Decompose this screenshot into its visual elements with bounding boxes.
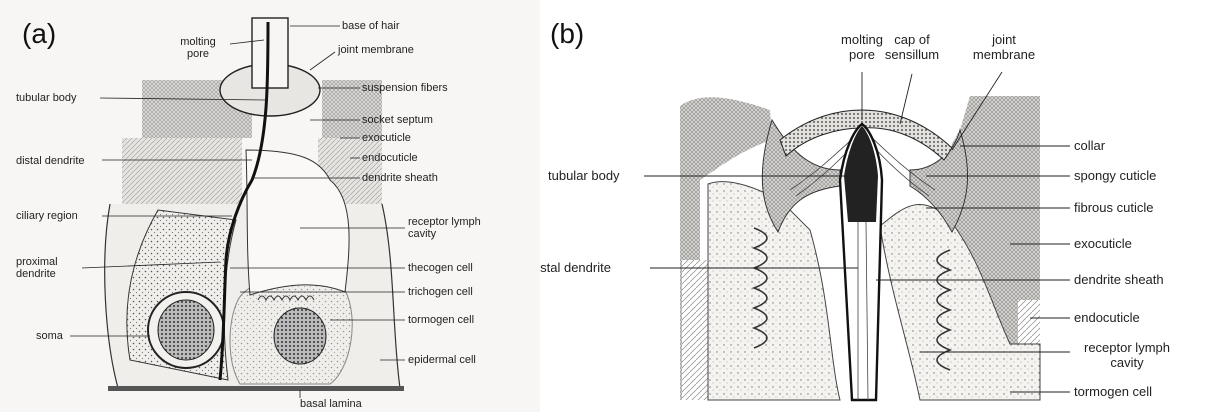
label-b-tormogen-cell: tormogen cell [1074,384,1152,399]
panel-b-letter: (b) [550,18,584,50]
label-ciliary-region: ciliary region [16,210,78,222]
label-b-spongy-cuticle: spongy cuticle [1074,168,1156,183]
label-thecogen-cell: thecogen cell [408,262,473,274]
label-tubular-body: tubular body [16,92,77,104]
panel-a-drawing [0,0,540,412]
label-b-fibrous-cuticle: fibrous cuticle [1074,200,1153,215]
hair-shaft [252,18,288,88]
endocuticle-right-hatch [1018,300,1040,344]
label-joint-membrane: joint membrane [338,44,414,56]
label-soma: soma [36,330,63,342]
label-suspension-fibers: suspension fibers [362,82,448,94]
label-receptor-lymph-cavity: receptor lymph cavity [408,216,481,240]
label-b-dendrite-sheath: dendrite sheath [1074,272,1164,287]
label-dendrite-sheath: dendrite sheath [362,172,438,184]
label-exocuticle: exocuticle [362,132,411,144]
endocuticle-layer-left [122,138,242,204]
label-tormogen-cell: tormogen cell [408,314,474,326]
label-distal-dendrite: distal dendrite [16,155,85,167]
label-base-of-hair: base of hair [342,20,399,32]
label-b-cap-of-sensillum: cap of sensillum [870,32,954,62]
label-socket-septum: socket septum [362,114,433,126]
basal-lamina-bar [108,386,404,391]
label-b-exocuticle: exocuticle [1074,236,1132,251]
label-molting-pore: molting pore [166,36,230,60]
panel-b: (b) molting pore cap of sensillum joint … [540,0,1217,412]
panel-a: (a) molting pore base of hair joint memb… [0,0,540,412]
label-b-endocuticle: endocuticle [1074,310,1140,325]
soma-nucleus [158,300,214,360]
label-b-collar: collar [1074,138,1105,153]
panel-a-letter: (a) [22,18,56,50]
tormogen-nucleus [274,308,326,364]
label-b-receptor-lymph-cavity: receptor lymph cavity [1072,340,1182,370]
label-basal-lamina: basal lamina [300,398,362,410]
endocuticle-left-hatch [682,260,708,400]
label-b-joint-membrane: joint membrane [964,32,1044,62]
label-endocuticle: endocuticle [362,152,418,164]
label-epidermal-cell: epidermal cell [408,354,476,366]
label-proximal-dendrite: proximal dendrite [16,256,58,280]
label-trichogen-cell: trichogen cell [408,286,473,298]
label-b-distal-dendrite: distal dendrite [540,260,611,275]
label-b-tubular-body: tubular body [548,168,620,183]
